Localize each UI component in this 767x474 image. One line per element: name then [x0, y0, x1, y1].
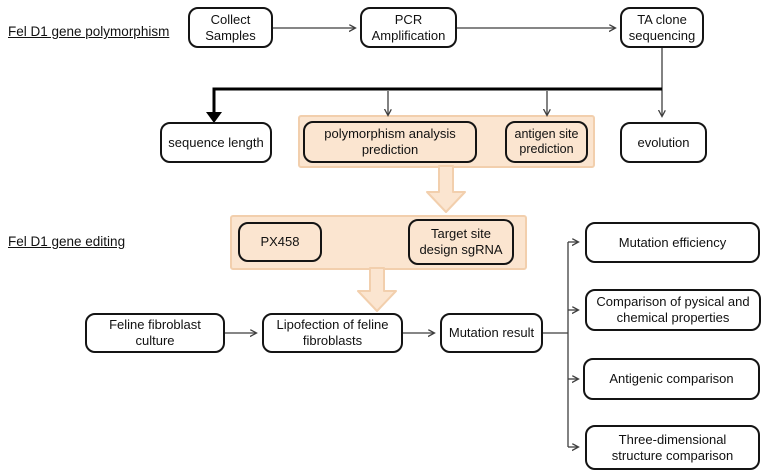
section-label-gene-editing: Fel D1 gene editing — [8, 234, 126, 249]
node-three-dimensional-structure-comparison: Three-dimensional structure comparison — [585, 425, 760, 470]
block-arrow-editing-to-lipofection — [357, 267, 397, 312]
node-polymorphism-analysis-prediction: polymorphism analysis prediction — [303, 121, 477, 163]
section-label-gene-polymorphism: Fel D1 gene polymorphism — [8, 24, 170, 39]
node-mutation-efficiency: Mutation efficiency — [585, 222, 760, 263]
node-antigen-site-prediction: antigen site prediction — [505, 121, 588, 163]
node-feline-fibroblast-culture: Feline fibroblast culture — [85, 313, 225, 353]
node-pcr-amplification: PCR Amplification — [360, 7, 457, 48]
node-evolution: evolution — [620, 122, 707, 163]
node-sequence-length: sequence length — [160, 122, 272, 163]
node-antigenic-comparison: Antigenic comparison — [583, 358, 760, 400]
node-lipofection-of-feline-fibroblasts: Lipofection of feline fibroblasts — [262, 313, 403, 353]
block-arrow-prediction-to-editing — [426, 165, 466, 213]
arrowhead-to-sequence-length — [206, 112, 222, 123]
node-ta-clone-sequencing: TA clone sequencing — [620, 7, 704, 48]
node-mutation-result: Mutation result — [440, 313, 543, 353]
node-comparison-of-properties: Comparison of pysical and chemical prope… — [585, 289, 761, 331]
node-collect-samples: Collect Samples — [188, 7, 273, 48]
node-target-site-design-sgrna: Target site design sgRNA — [408, 219, 514, 265]
distribution-rail — [212, 87, 662, 113]
node-px458: PX458 — [238, 222, 322, 262]
